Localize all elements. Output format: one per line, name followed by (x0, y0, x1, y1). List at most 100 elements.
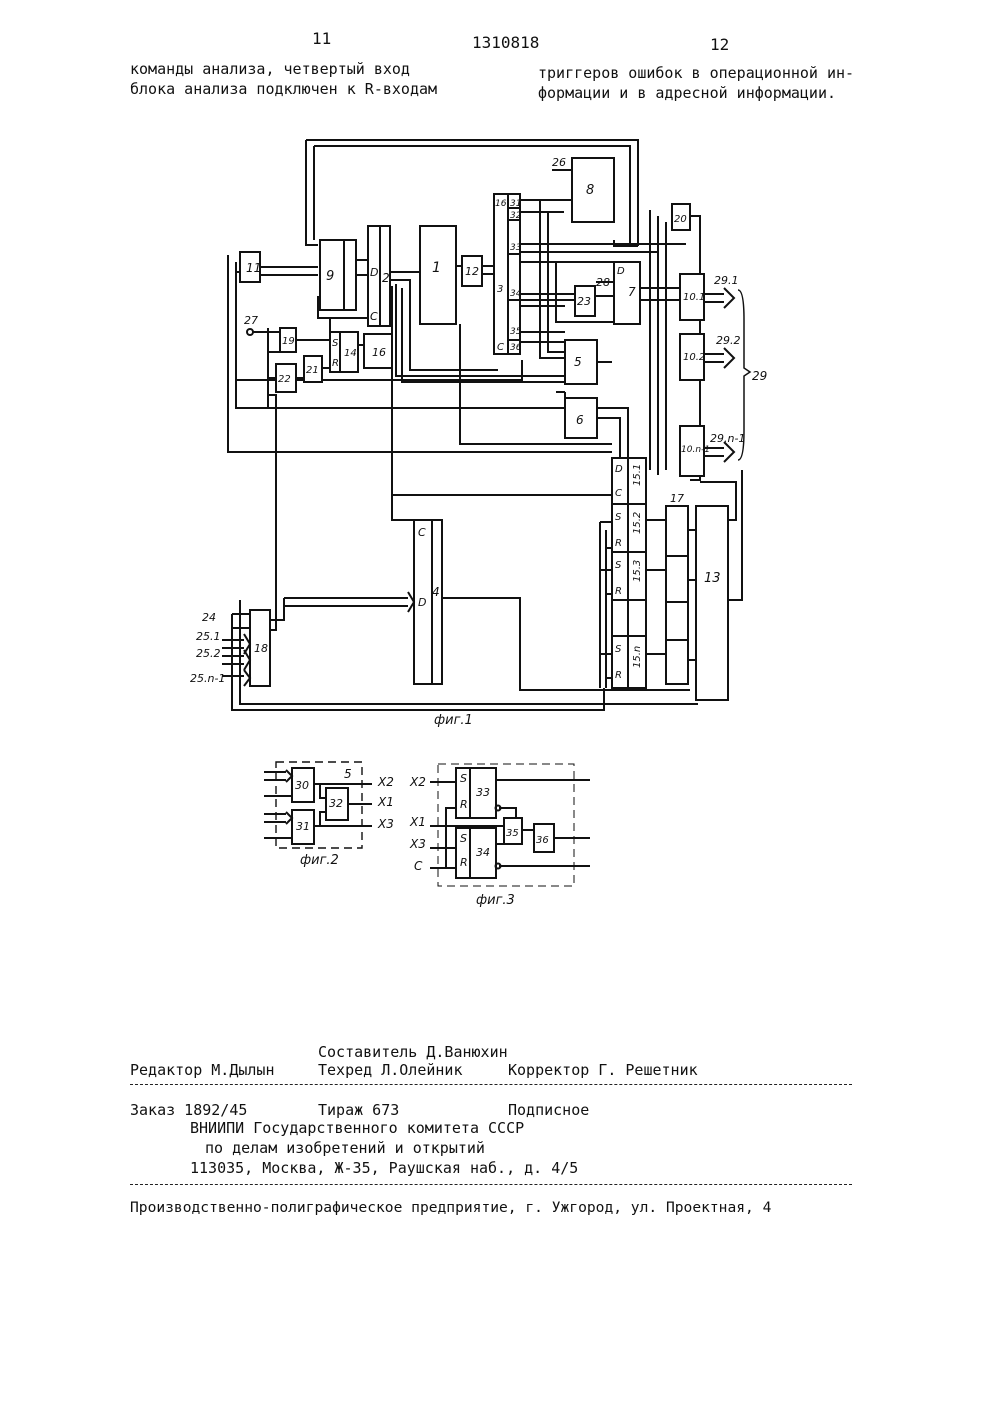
fig2-diagram: 5 30 31 32 X2 X1 X3 фиг.2 (264, 762, 394, 868)
terminal-29-2: 29.2 (716, 334, 741, 347)
address: 113035, Москва, Ж-35, Раушская наб., д. … (190, 1159, 578, 1177)
block-17 (666, 506, 688, 684)
fig3-label-34: 34 (476, 846, 490, 859)
label-15-n: 15.n (632, 646, 643, 668)
composer: Составитель Д.Ванюхин (318, 1043, 508, 1061)
cell-34: 34 (510, 289, 522, 299)
fig2-label-30: 30 (295, 779, 309, 792)
pin-R-152: R (615, 538, 622, 549)
label-18: 18 (254, 642, 268, 655)
terminal-25-2: 25.2 (196, 647, 221, 660)
pin-C-151: C (615, 488, 622, 499)
fig3-x3: X3 (409, 837, 426, 851)
label-10-n: 10.n-1 (681, 445, 710, 455)
label-8: 8 (586, 183, 594, 198)
pin-R-15n: R (615, 670, 622, 681)
fig2-label-5: 5 (344, 767, 352, 781)
fig3-x2: X2 (409, 775, 426, 789)
pin-C-2: C (370, 310, 378, 323)
label-21: 21 (306, 365, 319, 376)
terminal-27: 27 (244, 314, 258, 327)
fig3-label-36: 36 (536, 835, 549, 846)
pin-D-7: D (617, 266, 625, 277)
terminal-25-1: 25.1 (196, 630, 221, 643)
label-23: 23 (577, 295, 591, 308)
terminal-26: 26 (552, 156, 566, 169)
fig2-caption: фиг.2 (300, 853, 339, 868)
techred: Техред Л.Олейник (318, 1061, 463, 1079)
label-6: 6 (576, 413, 584, 427)
pin-C-4: C (418, 526, 426, 539)
fig1-diagram: 11 9 D 2 C 1 12 16 3 C (190, 140, 767, 728)
subscription: Подписное (508, 1101, 589, 1119)
fig3-x1: X1 (409, 815, 426, 829)
block-3-frame (494, 194, 508, 354)
fig3-r-33: R (460, 798, 468, 811)
fig3-s-34: S (460, 832, 467, 845)
organization-line-2: по делам изобретений и открытий (205, 1139, 485, 1157)
label-15-3: 15.3 (632, 560, 643, 582)
cell-31: 31 (510, 199, 521, 209)
pin-R-153: R (615, 586, 622, 597)
fig2-x3: X3 (377, 817, 394, 831)
fig3-c: C (414, 859, 423, 873)
cell-36: 36 (510, 343, 522, 353)
label-19: 19 (282, 336, 295, 347)
cell-32: 32 (510, 211, 522, 221)
terminal-29: 29 (752, 369, 767, 383)
pin-D-2: D (370, 266, 378, 279)
pin-S-14: S (332, 338, 339, 349)
divider-1 (130, 1084, 852, 1085)
fig3-diagram: S R 33 S R 34 35 36 X2 X1 X3 C фиг.3 (409, 764, 590, 908)
fig3-label-33: 33 (476, 786, 490, 799)
terminal-29-1: 29.1 (714, 274, 739, 287)
label-5: 5 (574, 355, 582, 369)
label-10-2: 10.2 (683, 352, 705, 363)
label-16-cell: 16 (495, 199, 507, 209)
fig2-label-31: 31 (296, 820, 310, 833)
fig3-s-33: S (460, 772, 467, 785)
organization-line-1: ВНИИПИ Государственного комитета СССР (190, 1119, 524, 1137)
cell-35: 35 (510, 327, 522, 337)
pin-D-4: D (418, 596, 426, 609)
label-3: 3 (497, 284, 503, 295)
corrector: Корректор Г. Решетник (508, 1061, 698, 1079)
pin-R-14: R (332, 358, 339, 369)
fig3-r-34: R (460, 856, 468, 869)
label-20: 20 (674, 214, 687, 225)
label-14: 14 (344, 348, 357, 359)
printer: Производственно-полиграфическое предприя… (130, 1199, 771, 1217)
divider-2 (130, 1184, 852, 1185)
fig3-label-35: 35 (506, 828, 519, 839)
label-1: 1 (432, 260, 441, 276)
terminal-24: 24 (202, 611, 216, 624)
terminal-29-n: 29.n-1 (710, 432, 745, 445)
label-13: 13 (704, 571, 721, 586)
label-9: 9 (326, 269, 334, 284)
cell-33: 33 (510, 243, 522, 253)
label-4: 4 (432, 585, 440, 599)
circuit-figures: 11 9 D 2 C 1 12 16 3 C (0, 0, 1000, 1000)
label-16: 16 (372, 346, 386, 359)
label-11: 11 (246, 261, 261, 275)
label-17: 17 (670, 492, 684, 505)
label-7: 7 (628, 285, 636, 299)
label-22: 22 (278, 374, 291, 385)
fig2-x2: X2 (377, 775, 394, 789)
label-15-2: 15.2 (632, 512, 643, 534)
pin-S-152: S (615, 512, 622, 523)
terminal-25-n: 25.n-1 (190, 672, 225, 685)
fig2-label-32: 32 (329, 797, 343, 810)
order-number: Заказ 1892/45 (130, 1101, 247, 1119)
fig1-caption: фиг.1 (434, 713, 473, 728)
pin-S-15n: S (615, 644, 622, 655)
fig2-x1: X1 (377, 795, 394, 809)
label-15-1: 15.1 (632, 464, 643, 486)
label-12: 12 (465, 265, 479, 278)
label-10-1: 10.1 (683, 292, 705, 303)
print-run: Тираж 673 (318, 1101, 399, 1119)
label-2: 2 (382, 271, 390, 285)
pin-D-151: D (615, 464, 623, 475)
block-13 (696, 506, 728, 700)
editor: Редактор М.Дылын (130, 1061, 275, 1079)
